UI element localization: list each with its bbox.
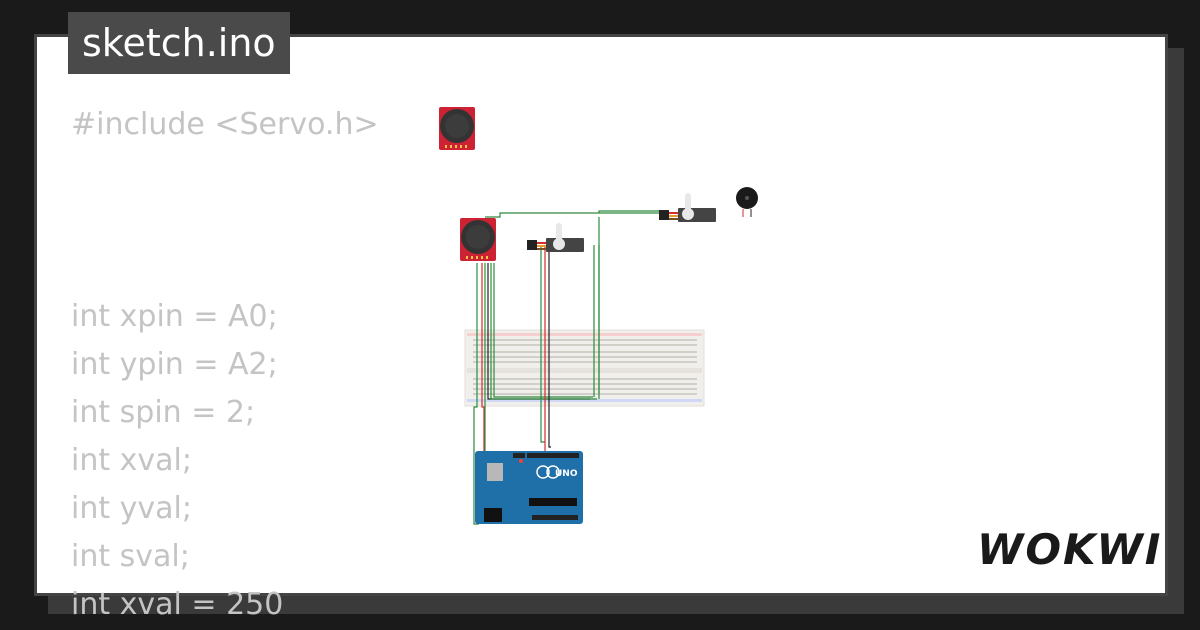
code-line: int ypin = A2; [71,347,278,382]
code-preview: #include <Servo.h> int xpin = A0; int yp… [71,105,379,622]
file-tab[interactable]: sketch.ino [68,12,290,74]
code-line: int yval; [71,491,192,526]
servo-middle [527,223,584,252]
project-preview-card: #include <Servo.h> int xpin = A0; int yp… [34,34,1168,622]
servo-top [659,193,716,222]
breadboard [464,329,705,407]
wokwi-logo: WOKWI [977,525,1163,574]
code-line: int spin = 2; [71,395,256,430]
arduino-label: UNO [555,469,578,479]
arduino-uno: UNO [475,451,583,524]
code-line: int xval = 250 [71,587,284,622]
code-line: int xpin = A0; [71,299,278,334]
circuit-diagram: UNO [439,107,758,525]
joystick-main [460,218,496,261]
code-line: int xval; [71,443,192,478]
code-line: #include <Servo.h> [71,107,379,142]
wires [473,210,666,525]
buzzer [736,187,758,217]
joystick-top [439,107,475,150]
code-line: int sval; [71,539,190,574]
